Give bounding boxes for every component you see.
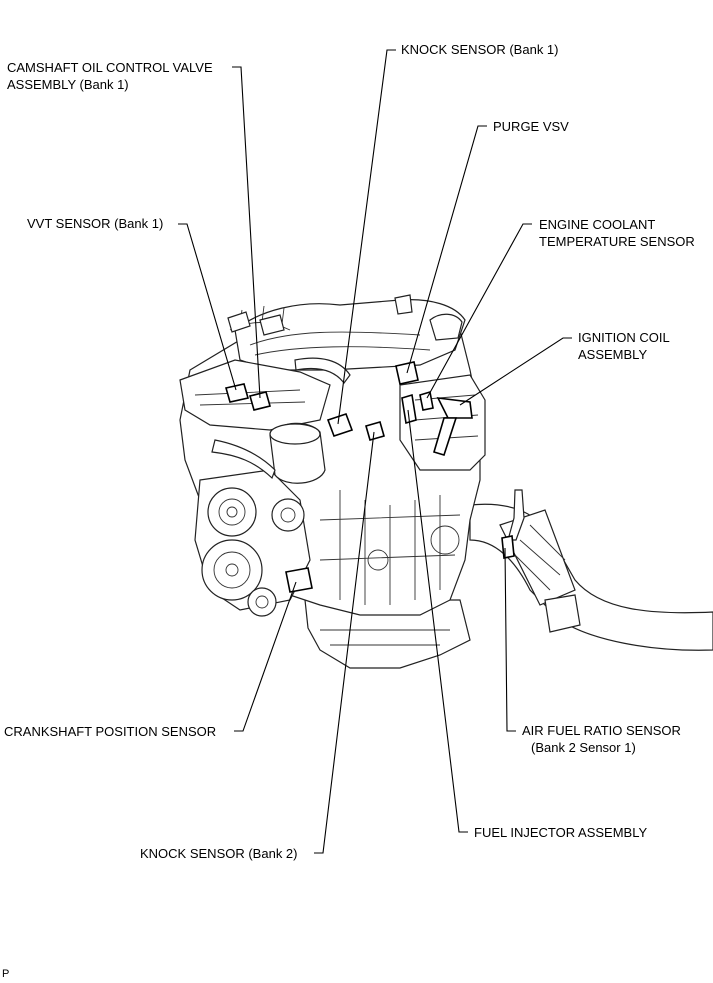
footer-code: P — [2, 968, 10, 980]
crankshaft-position-sensor-part — [285, 567, 313, 593]
label-camshaft-ocv-line1: CAMSHAFT OIL CONTROL VALVE — [7, 60, 213, 75]
label-fuel-injector: FUEL INJECTOR ASSEMBLY — [474, 824, 647, 841]
fuel-injector-part — [401, 393, 417, 425]
label-knock-sensor-bank1-line1: KNOCK SENSOR (Bank 1) — [401, 42, 559, 57]
label-air-fuel-ratio-sensor: AIR FUEL RATIO SENSOR (Bank 2 Sensor 1) — [522, 722, 681, 756]
air-fuel-ratio-sensor-part — [501, 535, 515, 559]
ect-sensor-part — [419, 390, 434, 411]
label-ect-sensor-line2: TEMPERATURE SENSOR — [539, 234, 695, 249]
label-vvt-sensor-line1: VVT SENSOR (Bank 1) — [27, 216, 164, 231]
label-camshaft-ocv-line2: ASSEMBLY (Bank 1) — [7, 77, 129, 92]
leader-lines — [178, 49, 572, 854]
label-ignition-coil: IGNITION COIL ASSEMBLY — [578, 329, 670, 363]
label-knock-sensor-bank2: KNOCK SENSOR (Bank 2) — [140, 845, 298, 862]
knock-sensor-bank2-part — [365, 421, 385, 441]
label-knock-sensor-bank1: KNOCK SENSOR (Bank 1) — [401, 41, 559, 58]
vvt-sensor-part — [224, 383, 250, 403]
highlighted-parts — [224, 361, 525, 593]
label-fuel-injector-line1: FUEL INJECTOR ASSEMBLY — [474, 825, 648, 840]
label-knock-sensor-bank2-line1: KNOCK SENSOR (Bank 2) — [140, 846, 298, 861]
label-crankshaft-position-sensor-line1: CRANKSHAFT POSITION SENSOR — [4, 724, 217, 739]
label-ect-sensor: ENGINE COOLANT TEMPERATURE SENSOR — [539, 216, 695, 250]
label-vvt-sensor: VVT SENSOR (Bank 1) — [27, 215, 163, 232]
label-air-fuel-ratio-sensor-line2: (Bank 2 Sensor 1) — [531, 740, 636, 755]
label-purge-vsv-line1: PURGE VSV — [493, 119, 569, 134]
knock-sensor-bank1-part — [326, 412, 354, 438]
label-ect-sensor-line1: ENGINE COOLANT — [539, 217, 656, 232]
label-air-fuel-ratio-sensor-line1: AIR FUEL RATIO SENSOR — [522, 723, 681, 738]
label-crankshaft-position-sensor: CRANKSHAFT POSITION SENSOR — [4, 723, 216, 740]
label-camshaft-ocv: CAMSHAFT OIL CONTROL VALVE ASSEMBLY (Ban… — [7, 59, 213, 93]
camshaft-ocv-part — [249, 391, 271, 411]
label-ignition-coil-line2: ASSEMBLY — [578, 347, 648, 362]
label-purge-vsv: PURGE VSV — [493, 118, 569, 135]
label-ignition-coil-line1: IGNITION COIL — [578, 330, 670, 345]
